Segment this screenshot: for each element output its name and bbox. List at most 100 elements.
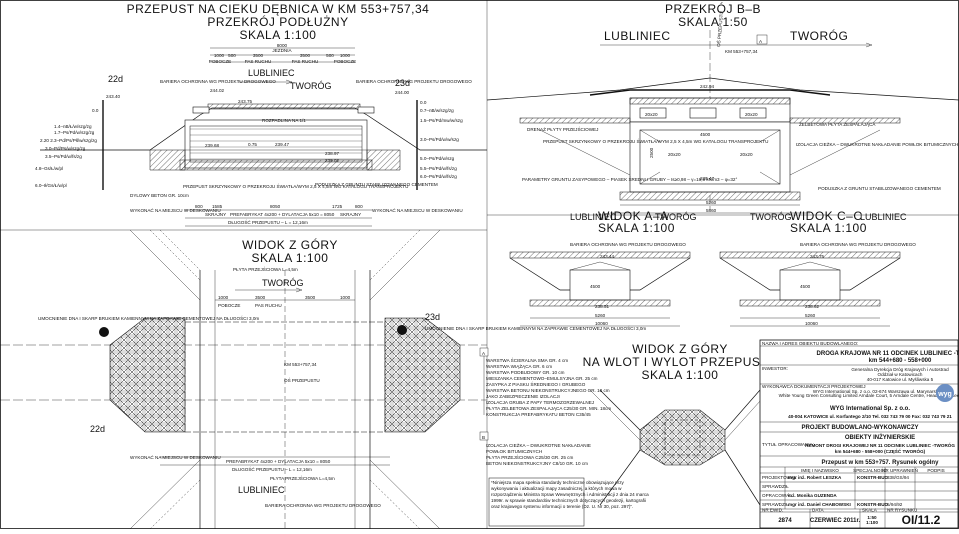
svg-text:4500: 4500 bbox=[800, 284, 811, 289]
bottom-dimensions: 800 1585 8050 1725 800 SKRAJNY PREFABRYK… bbox=[185, 204, 372, 227]
title-block: NAZWA I ADRES OBIEKTU BUDOWLANEGO: DROGA… bbox=[759, 339, 959, 529]
svg-text:0.0: 0.0 bbox=[92, 108, 99, 113]
section-bb-foundation bbox=[619, 191, 801, 201]
svg-text:1.5–Ps/Pd/mw/w/szg: 1.5–Ps/Pd/mw/w/szg bbox=[420, 118, 463, 123]
svg-text:3500: 3500 bbox=[305, 295, 316, 300]
label-level-1: 0.75 bbox=[248, 142, 257, 147]
dim-500-l: 500 bbox=[228, 53, 236, 58]
svg-text:SKRAJNY: SKRAJNY bbox=[205, 212, 226, 217]
svg-text:5260: 5260 bbox=[595, 313, 606, 318]
svg-text:KONSTRUKCJA PREFABRYKATU BETON: KONSTRUKCJA PREFABRYKATU BETON C35/45 bbox=[486, 412, 591, 417]
label-pas-ruchu-l: PAS RUCHU bbox=[245, 59, 272, 64]
view-aa-lubliniec: LUBLINIEC bbox=[570, 212, 617, 222]
svg-text:5260: 5260 bbox=[805, 313, 816, 318]
label-elev-crown: 243.75 bbox=[238, 99, 252, 104]
svg-text:PROJEKTOWAŁ: PROJEKTOWAŁ bbox=[762, 475, 797, 480]
plan-tworog: TWORÓG bbox=[262, 278, 304, 288]
borehole-left-elev: 243.40 bbox=[106, 94, 120, 99]
dim-3500-l: 3500 bbox=[253, 53, 264, 58]
svg-text:243.75: 243.75 bbox=[810, 254, 824, 259]
section-bb-bedding: PODUSZKA Z GRUNTU STABILIZOWANEGO CEMENT… bbox=[818, 186, 941, 191]
view-aa-scale: SKALA 1:100 bbox=[598, 221, 675, 235]
section-bb-tworog: TWORÓG bbox=[790, 28, 848, 43]
section-bb-scale: SKALA 1:50 bbox=[678, 15, 748, 29]
svg-text:5260: 5260 bbox=[706, 200, 717, 205]
section-bb-pavement bbox=[589, 89, 831, 96]
svg-text:6.0–Ił/Gs/Ł/w/pl: 6.0–Ił/Gs/Ł/w/pl bbox=[35, 183, 67, 188]
svg-text:1000: 1000 bbox=[340, 295, 351, 300]
section-bb: PRZEKRÓJ B–B SKALA 1:50 LUBLINIEC TWORÓG… bbox=[486, 1, 959, 214]
svg-text:5860: 5860 bbox=[706, 208, 717, 213]
svg-text:POWŁOK BITUMICZNYCH: POWŁOK BITUMICZNYCH bbox=[486, 449, 542, 454]
svg-text:WARSTWA PODBUDOWY GR. 10 cm: WARSTWA PODBUDOWY GR. 10 cm bbox=[486, 370, 565, 375]
layers-legend: A WARSTWA ŚCIERALNA SMA GR. 4 cm WARSTWA… bbox=[479, 347, 611, 466]
road-pavement bbox=[207, 103, 361, 110]
svg-text:WARSTWA WIĄŻĄCA GR. 6 cm: WARSTWA WIĄŻĄCA GR. 6 cm bbox=[486, 363, 552, 369]
svg-text:ZASYPKA Z PIASKU ŚREDNIEGO I G: ZASYPKA Z PIASKU ŚREDNIEGO I GRUBEGO bbox=[486, 380, 586, 387]
svg-text:3.5–Ps/Pd/w/fs/zg: 3.5–Ps/Pd/w/fs/zg bbox=[45, 154, 82, 159]
svg-text:5.5–Ps/Pd/w/fs/zg: 5.5–Ps/Pd/w/fs/zg bbox=[420, 166, 457, 171]
plan-plate-top: PŁYTA PRZEJŚCIOWA L=4,5m bbox=[233, 265, 298, 272]
svg-text:20x20: 20x20 bbox=[645, 112, 658, 117]
borehole-right-elev: 244.00 bbox=[395, 90, 409, 95]
label-invert: ROZPADLINA NA 1/1 bbox=[262, 118, 306, 123]
svg-text:238.51: 238.51 bbox=[595, 304, 609, 309]
svg-text:SKRAJNY: SKRAJNY bbox=[340, 212, 361, 217]
svg-text:WYKONAWCA DOKUMENTACJI PROJEKT: WYKONAWCA DOKUMENTACJI PROJEKTOWEJ bbox=[762, 384, 866, 389]
svg-text:1000: 1000 bbox=[218, 295, 229, 300]
svg-text:5/94/92: 5/94/92 bbox=[887, 502, 903, 507]
svg-text:3.0–Pd/Ps/w/szg/zg: 3.0–Pd/Ps/w/szg/zg bbox=[45, 146, 86, 151]
culvert-interior bbox=[189, 125, 363, 163]
label-tworog: TWORÓG bbox=[290, 81, 332, 91]
wingwall-left bbox=[149, 149, 186, 171]
svg-text:800: 800 bbox=[355, 204, 363, 209]
sheet-number: OI/11.2 bbox=[902, 513, 941, 527]
barrier-left-label: BARIERA OCHRONNA WG PROJEKTU DROGOWEGO bbox=[160, 79, 276, 84]
label-elev-top: 244.02 bbox=[210, 88, 224, 93]
view-cc: WIDOK C–C SKALA 1:100 TWORÓG LUBLINIEC B… bbox=[719, 209, 916, 327]
transition-plate-left bbox=[519, 117, 631, 124]
svg-text:inż. Monika GUZENDA: inż. Monika GUZENDA bbox=[788, 493, 837, 498]
soil-profile-right: 0.0 0.7–nB/w/szg/zg 1.5–Ps/Pd/mw/w/szg 3… bbox=[420, 100, 463, 179]
view-cc-deck bbox=[719, 251, 901, 259]
label-level-3: 239.68 bbox=[205, 143, 219, 148]
top-dimensions: 8000 JEZDNIA 1000 500 3500 3500 500 1000… bbox=[209, 43, 356, 64]
svg-text:KONSTR-BUD: KONSTR-BUD bbox=[857, 475, 889, 480]
view-cc-scale: SKALA 1:100 bbox=[790, 221, 867, 235]
svg-text:2500: 2500 bbox=[649, 147, 654, 158]
plan-axis-km: KM 553+757,34 bbox=[284, 362, 317, 367]
view-aa-deck bbox=[509, 251, 691, 259]
svg-text:NR EWID.: NR EWID. bbox=[762, 508, 783, 513]
svg-text:WARSTWA BETONU NIEKONSTRUKCYJN: WARSTWA BETONU NIEKONSTRUKCYJNEGO GR. 10… bbox=[486, 388, 610, 393]
plan-prefab: PREFABRYKAT 4x200 + DYLATACJA 5x10 = 805… bbox=[226, 459, 331, 464]
svg-text:PŁYTA PRZEJŚCIOWA C25/30 GR. 2: PŁYTA PRZEJŚCIOWA C25/30 GR. 25 cm bbox=[486, 453, 573, 460]
svg-text:4500: 4500 bbox=[590, 284, 601, 289]
plan-axis-label: OŚ PRZEPUSTU bbox=[284, 376, 320, 383]
svg-text:B: B bbox=[482, 435, 485, 440]
svg-text:SPRAWDZIŁ: SPRAWDZIŁ bbox=[762, 502, 789, 507]
object-type: OBIEKTY INŻYNIERSKIE bbox=[845, 434, 915, 441]
note-box bbox=[488, 477, 585, 527]
svg-text:A: A bbox=[482, 351, 486, 356]
svg-text:IMIĘ I NAZWISKO: IMIĘ I NAZWISKO bbox=[801, 468, 839, 473]
made-right-label: WYKONAĆ NA MIEJSCU W DESKOWANIU bbox=[372, 207, 463, 213]
view-aa-barrier: BARIERA OCHRONNA WG PROJEKTU DROGOWEGO bbox=[570, 242, 686, 247]
view-aa: LUBLINIEC WIDOK A–A SKALA 1:100 TWORÓG B… bbox=[487, 209, 959, 327]
long-section-subtitle: PRZEKRÓJ PODŁUŻNY bbox=[207, 14, 348, 29]
svg-text:0.0: 0.0 bbox=[420, 100, 427, 105]
plan-length: DŁUGOŚĆ PRZEPUSTU – L = 12,16m bbox=[232, 465, 312, 472]
svg-text:mgr inż. Daniel CHABOWSKI: mgr inż. Daniel CHABOWSKI bbox=[788, 502, 851, 507]
svg-text:JAKO ZABEZPIECZENIE IZOLACJI: JAKO ZABEZPIECZENIE IZOLACJI bbox=[486, 394, 560, 399]
dim-8000: 8000 bbox=[277, 43, 288, 48]
view-cc-title: WIDOK C–C bbox=[790, 209, 863, 223]
culvert-label: PRZEPUST SKRZYNKOWY O PRZEKROJU ŚWIATŁA/… bbox=[183, 182, 408, 189]
dim-jezdnia: JEZDNIA bbox=[272, 48, 292, 53]
svg-text:243.44: 243.44 bbox=[600, 254, 614, 259]
drawing-date: CZERWIEC 2011r. bbox=[810, 518, 861, 524]
wingwall-right bbox=[366, 149, 401, 171]
ewid-number: 2874 bbox=[778, 518, 792, 524]
outlet-title: WIDOK Z GÓRY bbox=[632, 341, 728, 356]
riprap-right-label: UMOCNIENIE DNA I SKARP BRUKIEM KAMIENNYM… bbox=[425, 324, 646, 331]
section-bb-insulation: IZOLACJA CIEŻKA – DWUKROTNE NAKŁADANIE P… bbox=[796, 141, 958, 147]
